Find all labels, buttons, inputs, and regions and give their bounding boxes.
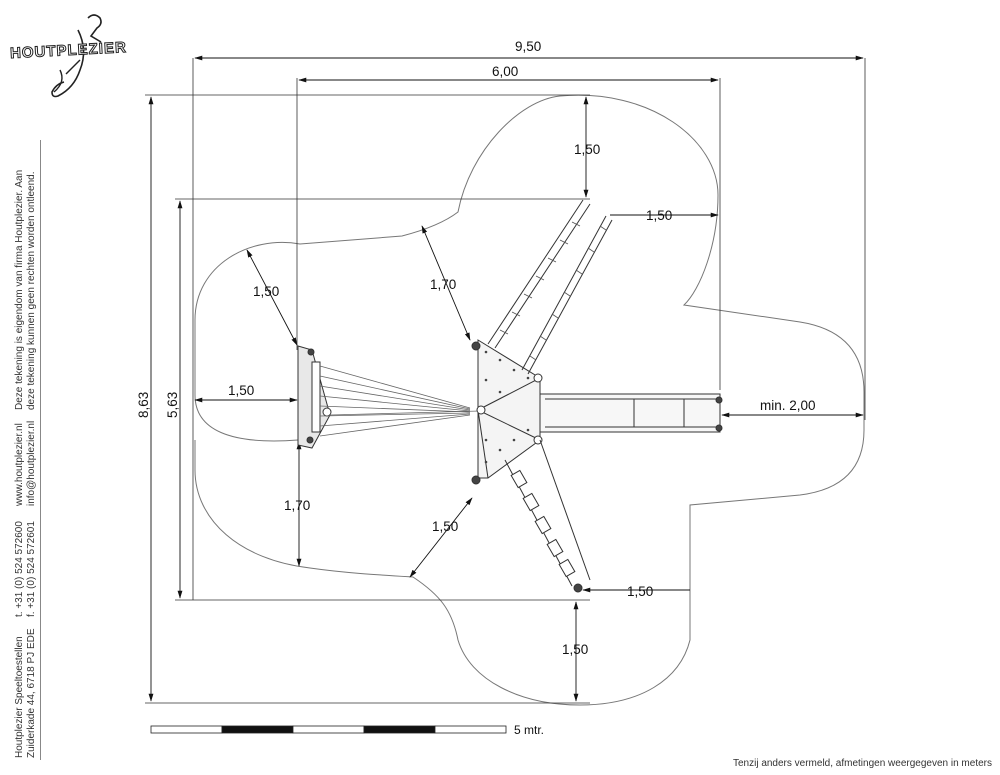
play-equipment <box>297 199 723 593</box>
dim-total-height: 8,63 <box>136 392 151 418</box>
dimension-lines <box>148 55 864 702</box>
scale-bar-label: 5 mtr. <box>514 723 544 737</box>
houtplezier-logo: HOUTPLEZIER <box>9 14 128 98</box>
ladder-rails <box>487 199 613 375</box>
dim-right-upper-clearance: 1,50 <box>646 208 672 223</box>
dim-total-width: 9,50 <box>515 39 541 54</box>
slide <box>539 393 721 433</box>
dim-bottom-clearance: 1,50 <box>562 642 588 657</box>
dim-slide-clearance: min. 2,00 <box>760 398 816 413</box>
dim-top-diag-clearance: 1,70 <box>430 277 456 292</box>
dim-left-clearance: 1,50 <box>228 383 254 398</box>
sidebar: HOUTPLEZIER Houtplezier Speeltoestellen … <box>0 0 128 775</box>
dim-inner-width: 6,00 <box>492 64 518 79</box>
scale-bar: 5 mtr. <box>150 723 544 737</box>
climbing-ramp <box>504 439 591 593</box>
dim-inner-height: 5,63 <box>165 392 180 418</box>
dim-top-clearance: 1,50 <box>574 142 600 157</box>
dim-left-diag-clearance: 1,50 <box>253 284 279 299</box>
dim-bottom-diag-clearance: 1,50 <box>432 519 458 534</box>
footer-note: Tenzij anders vermeld, afmetingen weerge… <box>732 758 992 769</box>
dim-bottom-right-clearance: 1,50 <box>627 584 653 599</box>
dim-left-lower-clearance: 1,70 <box>284 498 310 513</box>
central-platform <box>477 339 541 479</box>
safety-zone-outline <box>194 94 865 706</box>
